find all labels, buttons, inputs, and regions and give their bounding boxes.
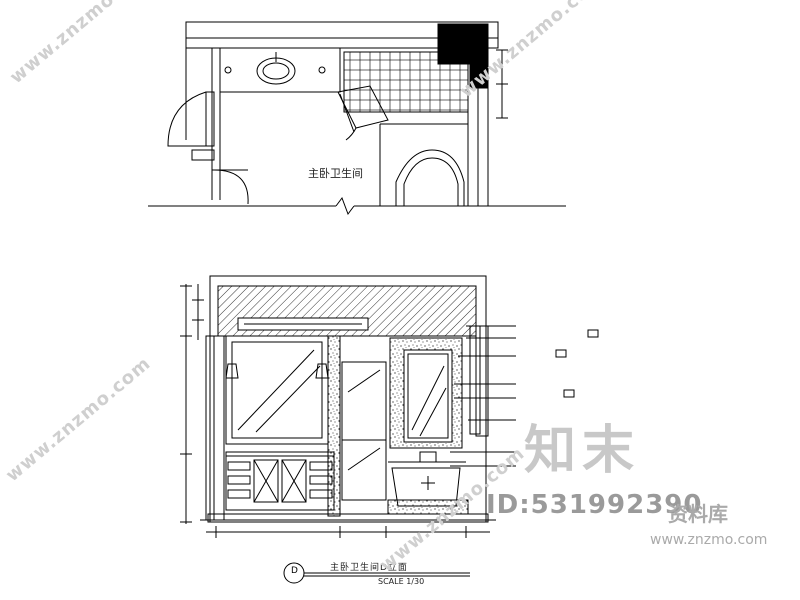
vanity-cabinet bbox=[225, 451, 335, 511]
watermark-subtitle: 资料库 bbox=[668, 502, 728, 526]
cabinet-door-right bbox=[281, 459, 307, 503]
plan-bathtub bbox=[395, 149, 465, 206]
elevation-drawing bbox=[180, 275, 599, 584]
shower-glass bbox=[341, 361, 387, 501]
elevation-title: 主卧卫生间D立面 bbox=[330, 563, 408, 573]
plan-door-swing bbox=[167, 91, 207, 147]
elevation-marker-letter: D bbox=[291, 566, 298, 576]
plan-shower-door bbox=[337, 85, 389, 129]
shower-window bbox=[403, 349, 453, 443]
watermark-url: www.znzmo.com bbox=[650, 532, 768, 548]
left-sconce bbox=[225, 363, 239, 379]
vanity-mirror bbox=[225, 335, 329, 445]
cabinet-door-left bbox=[253, 459, 279, 503]
elevation-scale: SCALE 1/30 bbox=[378, 577, 425, 586]
plan-vanity-counter bbox=[219, 47, 341, 93]
watermark-brand: 知末 bbox=[524, 421, 641, 481]
floor-plan bbox=[148, 21, 566, 216]
watermark-id: ID:531992390 bbox=[486, 490, 703, 520]
plan-shower-tiles bbox=[343, 51, 469, 113]
plan-room-label: 主卧卫生间 bbox=[308, 167, 363, 180]
